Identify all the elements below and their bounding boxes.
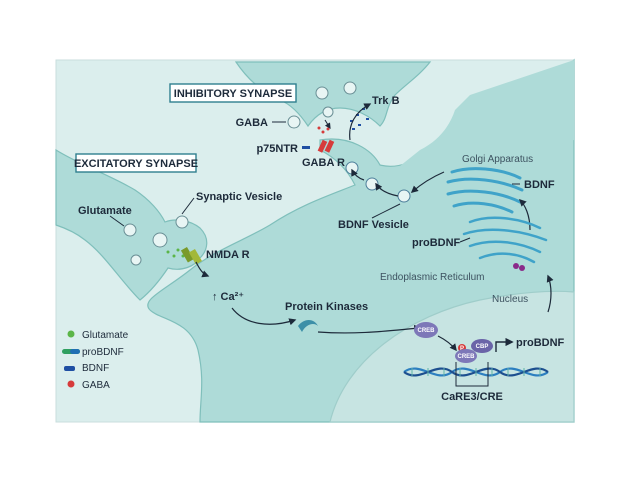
golgi-apparatus-icon — [446, 167, 524, 214]
trkb-label: Trk B — [372, 95, 400, 107]
gaba-vesicles — [287, 81, 357, 129]
cbp-label: CBP — [476, 344, 489, 350]
golgi-label: Golgi Apparatus — [462, 154, 533, 165]
synaptic-vesicles — [123, 215, 189, 266]
gaba-label: GABA — [236, 117, 268, 129]
bdnf-label: BDNF — [524, 179, 555, 191]
nmda-r-label: NMDA R — [206, 249, 250, 261]
legend-probdnf-label: proBDNF — [82, 347, 124, 358]
er-label: Endoplasmic Reticulum — [380, 272, 485, 283]
gaba-r-label: GABA R — [302, 157, 345, 169]
excitatory-synapse-label: EXCITATORY SYNAPSE — [74, 158, 198, 170]
synaptic-vesicle-label: Synaptic Vesicle — [196, 191, 282, 203]
phosphate-label: P — [460, 346, 464, 352]
gaba-dot-icon — [67, 380, 75, 388]
calcium-label: ↑ Ca²⁺ — [212, 291, 244, 303]
nmda-receptor-icon — [180, 246, 202, 265]
probdnf-icon — [62, 349, 80, 354]
inhibitory-synapse-label: INHIBITORY SYNAPSE — [174, 88, 292, 100]
bdnf-vesicle-label: BDNF Vesicle — [338, 219, 409, 231]
care3-bracket — [455, 362, 489, 387]
care3-label: CaRE3/CRE — [441, 391, 503, 403]
legend-glutamate-label: Glutamate — [82, 330, 129, 341]
endoplasmic-reticulum-icon — [462, 216, 548, 264]
bdnf-icon — [64, 366, 75, 371]
ribosome-icon — [513, 263, 525, 271]
protein-kinases-label: Protein Kinases — [285, 301, 368, 313]
creb-icon — [414, 322, 438, 338]
legend: Glutamate proBDNF BDNF GABA — [62, 330, 129, 391]
nucleus — [329, 290, 575, 423]
p75ntr-receptor-icon — [302, 146, 310, 149]
legend-gaba-label: GABA — [82, 380, 110, 391]
probdnf-label: proBDNF — [412, 237, 461, 249]
inhibitory-synapse-box — [169, 83, 297, 103]
legend-bdnf-label: BDNF — [82, 363, 109, 374]
gaba-receptor-icon — [317, 139, 335, 153]
glutamate-dot-icon — [67, 330, 75, 338]
excitatory-synapse-box — [75, 153, 197, 173]
dendrite-shaft — [230, 60, 574, 300]
probdnf-gene-label: proBDNF — [516, 337, 565, 349]
creb-bound-icon — [455, 349, 477, 363]
p75ntr-label: p75NTR — [256, 143, 298, 155]
cbp-icon — [471, 339, 493, 353]
creb-label: CREB — [417, 328, 435, 334]
creb-bound-label: CREB — [457, 354, 475, 360]
nucleus-label: Nucleus — [492, 294, 528, 305]
dna-base-pairs — [411, 368, 541, 376]
protein-kinase-icon — [298, 320, 318, 332]
glutamate-label: Glutamate — [78, 205, 132, 217]
